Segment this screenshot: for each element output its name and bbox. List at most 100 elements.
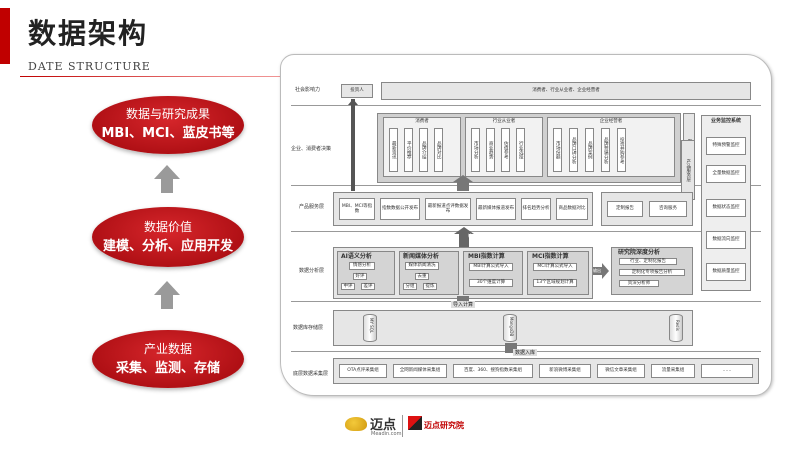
architecture-diagram: 社会影响力 企业、消费者决策 产品服务层 数据分析层 数据库存储层 底层数据采集… xyxy=(280,54,772,396)
mci-analysis: MCI指数计算 xyxy=(527,251,589,295)
collector-item: …… xyxy=(701,364,753,378)
mci-title: MCI指数计算 xyxy=(532,253,569,260)
mci-formula: MCI计算公式导入 xyxy=(533,263,577,271)
research-item: 资深分析师 xyxy=(619,280,659,287)
arrow-up-icon xyxy=(454,227,474,234)
product-item: 咨询服务 xyxy=(649,201,687,217)
fat-up-arrow xyxy=(505,343,517,353)
row-label-analysis: 数据分析层 xyxy=(299,268,325,274)
row-divider xyxy=(291,105,761,106)
collector-item: 微信文章采集组 xyxy=(597,364,645,378)
ai-analysis-title: AI语义分析 xyxy=(341,253,372,260)
product-item: 指数数据公开发布 xyxy=(380,198,420,220)
collector-item: 流量采集组 xyxy=(651,364,695,378)
meadin-logo-sub: Meadin.com xyxy=(371,431,402,437)
flow-node-industry-desc: 采集、监测、存储 xyxy=(115,361,220,376)
flow-node-industry-title: 产业数据 xyxy=(143,342,192,356)
row-divider xyxy=(291,301,761,302)
enterprise-col: 品牌案例 xyxy=(585,128,594,172)
redis-db-icon xyxy=(669,314,683,342)
row-divider xyxy=(291,231,761,232)
news-group: 分组 xyxy=(403,283,417,290)
to-research-label: 输出 xyxy=(593,268,601,273)
product-item: 最新媒体报道发布 xyxy=(476,198,516,220)
mongodb-label: MongoDB xyxy=(509,317,514,337)
monitor-item: 全量数据监控 xyxy=(706,165,746,183)
consumer-title: 消费者 xyxy=(415,119,429,124)
page-title: 数据架构 xyxy=(28,17,149,50)
consumer-col: 品牌对比 xyxy=(434,128,443,172)
ai-bad: 差评 xyxy=(361,283,375,290)
industry-col: 商业趋势 xyxy=(486,128,495,172)
enterprise-col: 市场份额 xyxy=(553,128,562,172)
import-calc-label: 导入计算 xyxy=(451,301,476,308)
output-label: 输出 xyxy=(468,233,476,238)
industry-col: 估值参考 xyxy=(501,128,510,172)
industry-col: 行业选择 xyxy=(516,128,525,172)
page-subtitle: DATE STRUCTURE xyxy=(28,60,151,73)
flow-node-value: 数据价值 建模、分析、应用开发 xyxy=(92,207,244,267)
row-label-storage: 数据库存储层 xyxy=(293,325,324,331)
monitor-item: 数据状态监控 xyxy=(706,199,746,217)
collector-item: OTA点评采集组 xyxy=(339,364,387,378)
research-title: 研究院深度分析 xyxy=(618,249,661,256)
flow-arrow-up-icon xyxy=(154,281,180,295)
consumer-col: 最新资讯 xyxy=(389,128,398,172)
enterprise-col: 品牌营销分析 xyxy=(601,128,610,172)
product-layer-vertical: 产品服务层 xyxy=(681,140,695,200)
stakeholders-box: 消费者、行业从业者、企业经营者 xyxy=(381,82,751,100)
row-label-social: 社会影响力 xyxy=(295,87,321,93)
enterprise-title: 企业经营者 xyxy=(599,119,623,124)
row-label-product: 产品服务层 xyxy=(299,204,325,210)
fat-up-arrow xyxy=(457,296,469,304)
news-clean: 媒体新闻清洗 xyxy=(405,262,439,270)
arrow-up-icon xyxy=(453,175,473,182)
mbi-analysis: MBI指数计算 xyxy=(463,251,523,295)
research-item: 定制化专项报告分析 xyxy=(619,269,685,276)
news-analysis-title: 新闻媒体分析 xyxy=(403,253,440,260)
news-extract: 提炼 xyxy=(423,283,437,290)
enterprise-col: 品牌口碑分析 xyxy=(569,128,578,172)
collector-item: 新浪微博采集组 xyxy=(539,364,591,378)
meadin-logo-text: 迈点 xyxy=(370,418,397,433)
redis-label: Redis xyxy=(675,320,680,331)
flow-arrow-up-icon xyxy=(154,165,180,179)
arrow-up-icon xyxy=(348,99,358,105)
investor-link-line xyxy=(351,99,355,191)
research-institute-logo-text: 迈点研究院 xyxy=(424,421,464,430)
product-item: 最新报道点评数据发布 xyxy=(425,198,471,220)
product-item: 商品数据对比 xyxy=(556,198,588,220)
industry-title: 行业从业者 xyxy=(492,119,516,124)
research-institute-logo-icon xyxy=(408,416,422,430)
flow-arrow-up-stem xyxy=(161,179,173,193)
mbi-title: MBI指数计算 xyxy=(468,253,505,260)
flow-node-value-desc: 建模、分析、应用开发 xyxy=(102,239,233,254)
mbi-formula: MBI计算公式导入 xyxy=(469,263,513,271)
monitor-title: 业务监控系统 xyxy=(710,118,741,124)
flow-node-industry-data: 产业数据 采集、监测、存储 xyxy=(92,330,244,388)
monitor-item: 特殊预警监控 xyxy=(706,137,746,155)
arrow-right-icon xyxy=(602,263,609,279)
flow-node-results: 数据与研究成果 MBI、MCI、蓝皮书等 xyxy=(92,96,244,154)
enterprise-col: 投资并购参考 xyxy=(617,128,626,172)
fat-up-arrow xyxy=(457,181,469,191)
mci-regions: 13个区域规划计算 xyxy=(533,279,577,287)
ai-good: 好评 xyxy=(353,273,367,280)
header-accent-bar xyxy=(0,8,10,64)
logo-divider xyxy=(402,415,403,437)
monitor-item: 数据流向监控 xyxy=(706,231,746,249)
flow-arrow-up-stem xyxy=(161,295,173,309)
arrow-right-stem xyxy=(593,267,603,275)
investor-box: 投资人 xyxy=(341,84,373,98)
row-label-collect: 底层数据采集层 xyxy=(293,371,329,377)
ai-mid: 中评 xyxy=(341,283,355,290)
consumer-col: 品牌介绍 xyxy=(419,128,428,172)
product-item: 排名趋势分析 xyxy=(521,198,551,220)
meadin-logo-icon xyxy=(345,417,367,431)
product-item: MBI、MCI等指数 xyxy=(339,198,375,220)
mbi-dimensions: 30个维度计算 xyxy=(469,279,513,287)
consumer-col: 平价推荐 xyxy=(404,128,413,172)
product-item: 定制报告 xyxy=(607,201,643,217)
flow-node-value-title: 数据价值 xyxy=(143,220,192,234)
monitor-item: 数据质量监控 xyxy=(706,263,746,281)
